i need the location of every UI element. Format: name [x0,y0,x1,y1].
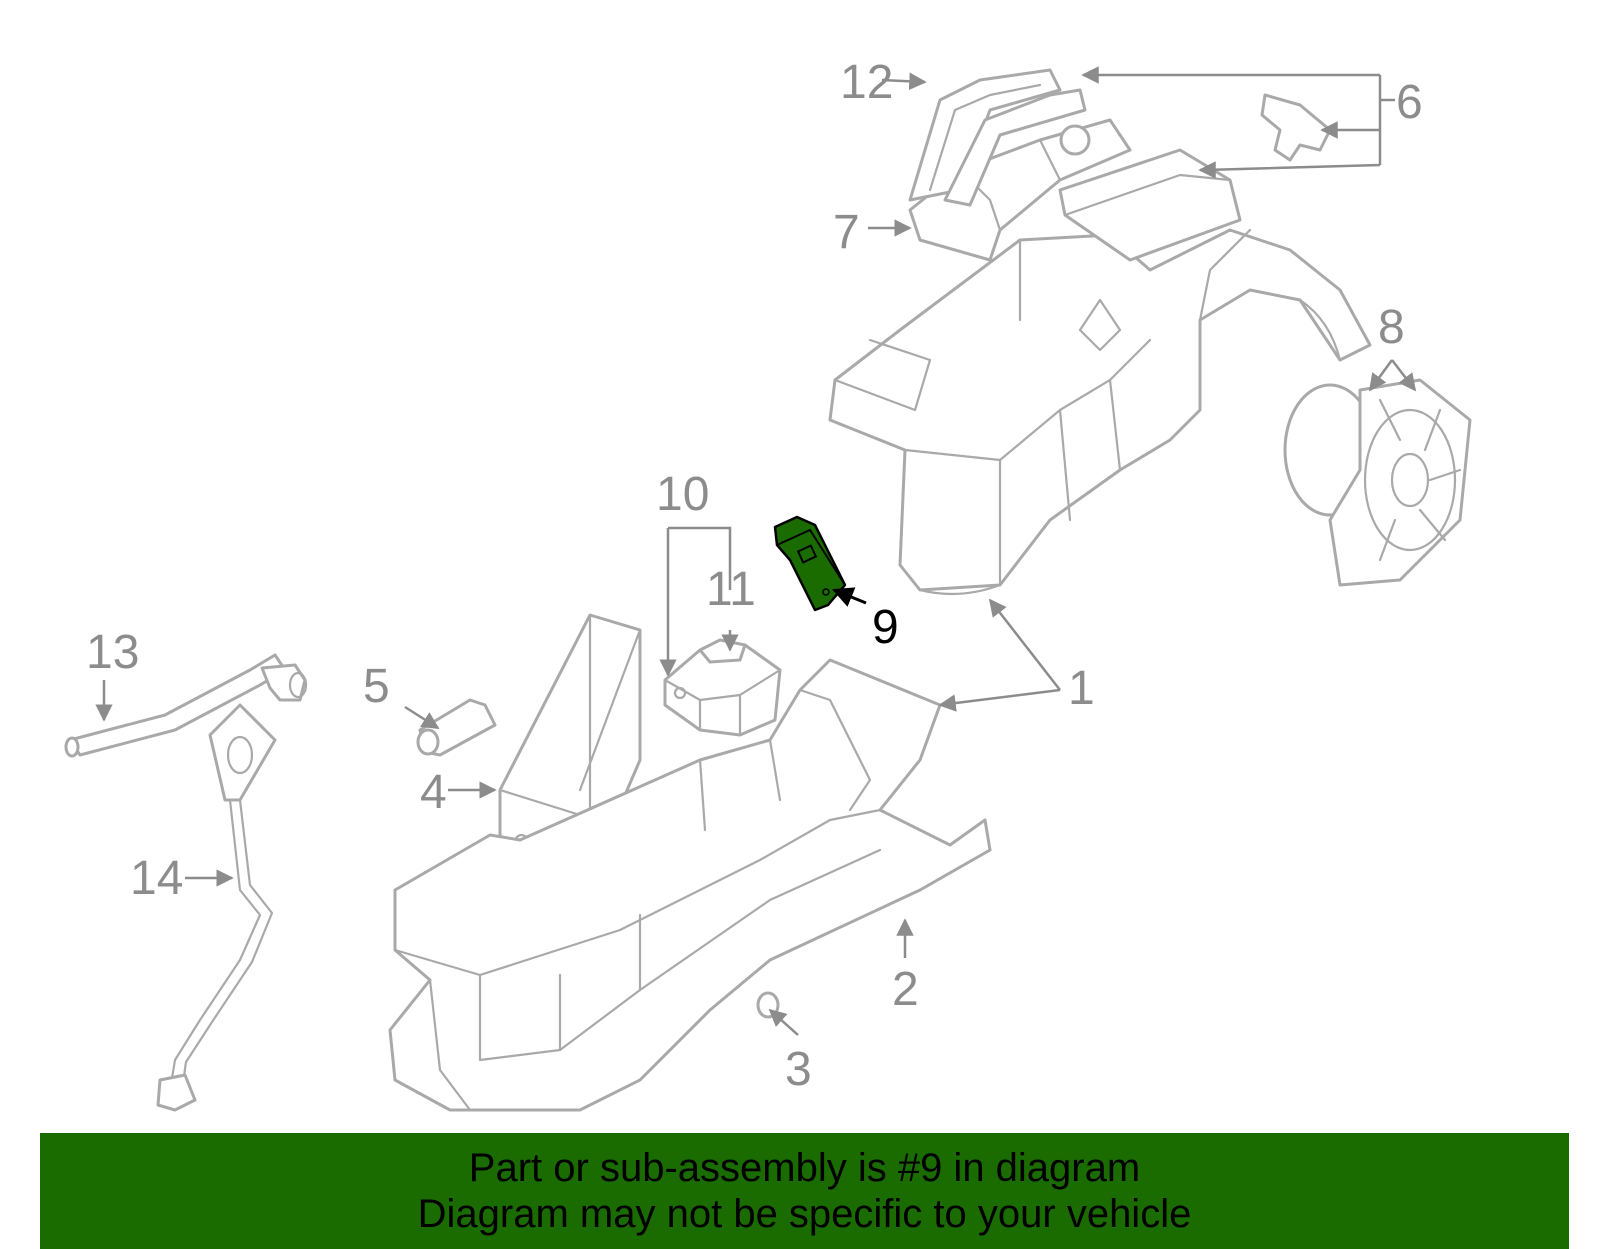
part-14-drain-tube [156,703,277,1112]
part-13-hose [64,653,308,758]
callout-8: 8 [1378,301,1405,354]
callout-2: 2 [892,963,919,1016]
callout-10: 10 [656,468,709,521]
part-9-blower-resistor [773,515,847,612]
part-8-blower-motor [1283,378,1472,587]
banner-line-2: Diagram may not be specific to your vehi… [417,1192,1192,1236]
leader-lines [95,66,1417,1036]
callout-4: 4 [420,766,447,819]
callout-14: 14 [130,852,183,905]
callout-9: 9 [872,601,899,654]
part-5-expansion-valve [416,698,497,757]
part-1-housing [828,228,1372,596]
part-6-actuator [1058,93,1332,262]
part-2-lower-case [388,658,992,1112]
callout-11: 11 [706,563,756,616]
callout-3: 3 [785,1043,812,1096]
callout-1: 1 [1068,662,1095,715]
callout-7: 7 [833,206,860,259]
callout-5: 5 [363,660,390,713]
part-12-seal [908,68,1087,207]
info-banner: Part or sub-assembly is #9 in diagram Di… [40,1133,1569,1249]
callout-12: 12 [840,56,893,109]
banner-line-1: Part or sub-assembly is #9 in diagram [468,1146,1141,1190]
callout-6: 6 [1396,76,1423,129]
callout-13: 13 [86,626,139,679]
callout-numbers: 12 6 7 8 10 11 9 1 5 13 4 14 2 3 [86,56,1423,1096]
part-10-11-actuator [663,638,782,737]
